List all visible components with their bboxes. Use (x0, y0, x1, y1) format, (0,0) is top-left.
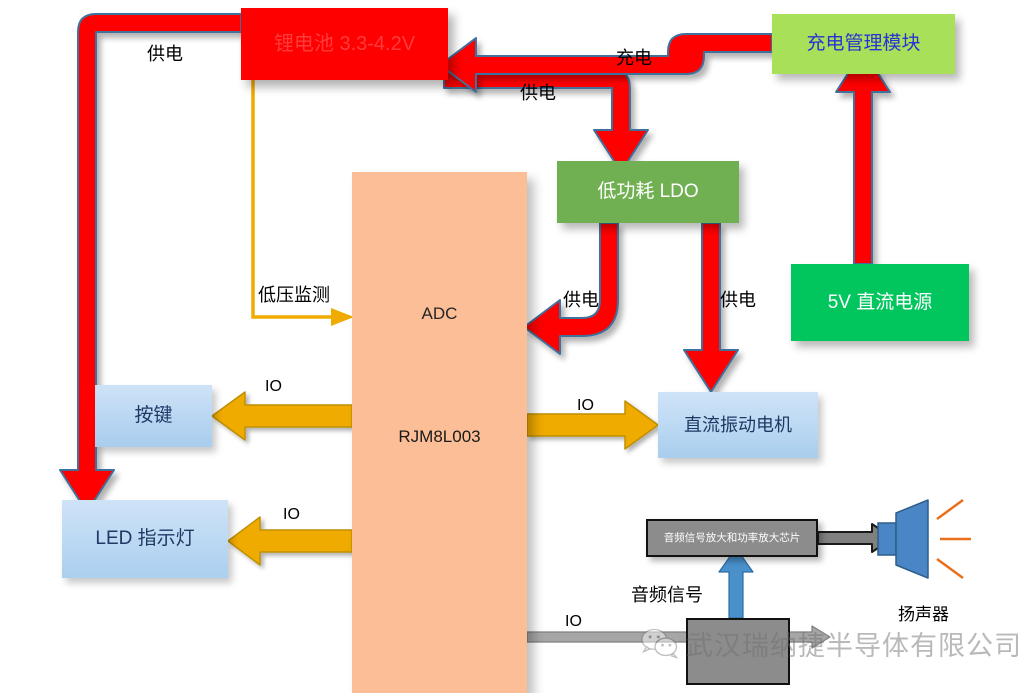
edge-label-low-voltage-monitor: 低压监测 (258, 285, 330, 305)
edge-label-io-motor: IO (577, 397, 594, 414)
node-lithium-battery-label: 锂电池 3.3-4.2V (273, 32, 416, 55)
node-charging-management-module-label: 充电管理模块 (806, 33, 921, 55)
arrow-audio-signal (718, 547, 754, 619)
edge-label-io-led: IO (283, 506, 300, 523)
node-5v-dc-power-supply-label: 5V 直流电源 (827, 291, 933, 313)
edge-label-charge: 充电 (616, 48, 652, 68)
arrow-ldo-to-motor (683, 222, 739, 393)
edge-label-supply-ldo: 供电 (520, 83, 556, 103)
arrow-ldo-to-mcu (523, 222, 619, 355)
arrow-dc5v-to-charger (835, 49, 891, 265)
label-speaker: 扬声器 (898, 605, 949, 624)
arrow-battery-to-led (59, 13, 242, 513)
arrow-battery-to-adc (251, 80, 354, 326)
edge-label-audio-signal: 音频信号 (631, 585, 703, 605)
arrow-mcu-to-motor (526, 400, 659, 450)
node-low-power-ldo[interactable]: 低功耗 LDO (557, 161, 739, 223)
arrow-mcu-to-key (211, 391, 353, 441)
edge-label-io-key: IO (265, 378, 282, 395)
node-charging-management-module[interactable]: 充电管理模块 (772, 14, 955, 74)
arrow-mcu-to-led (227, 516, 353, 566)
node-led-indicator-label: LED 指示灯 (95, 528, 195, 550)
node-led-indicator[interactable]: LED 指示灯 (62, 500, 228, 578)
node-mcu-adc-label: ADC (421, 304, 458, 323)
arrow-charger-to-battery (439, 33, 773, 93)
edge-label-supply-left: 供电 (147, 44, 183, 64)
node-dc-vibration-motor-label: 直流振动电机 (684, 414, 792, 435)
edge-label-supply-mcu: 供电 (563, 290, 599, 310)
node-lithium-battery[interactable]: 锂电池 3.3-4.2V (241, 8, 448, 80)
edge-label-io-audio: IO (565, 613, 582, 630)
node-audio-amplifier-chip[interactable]: 音频信号放大和功率放大芯片 (646, 519, 818, 557)
node-key-button-label: 按键 (134, 405, 173, 427)
node-audio-amplifier-chip-label: 音频信号放大和功率放大芯片 (663, 531, 801, 544)
watermark-qr-box (686, 618, 790, 685)
node-low-power-ldo-label: 低功耗 LDO (597, 181, 699, 203)
node-dc-vibration-motor[interactable]: 直流振动电机 (658, 392, 818, 458)
node-mcu-rjm8l003[interactable]: ADC RJM8L003 (352, 172, 527, 693)
edge-label-supply-motor: 供电 (720, 290, 756, 310)
speaker-icon (877, 498, 971, 580)
node-key-button[interactable]: 按键 (95, 385, 212, 447)
arrow-mcu-to-amp (526, 625, 831, 649)
node-5v-dc-power-supply[interactable]: 5V 直流电源 (791, 264, 969, 341)
node-mcu-part-label: RJM8L003 (398, 427, 481, 446)
